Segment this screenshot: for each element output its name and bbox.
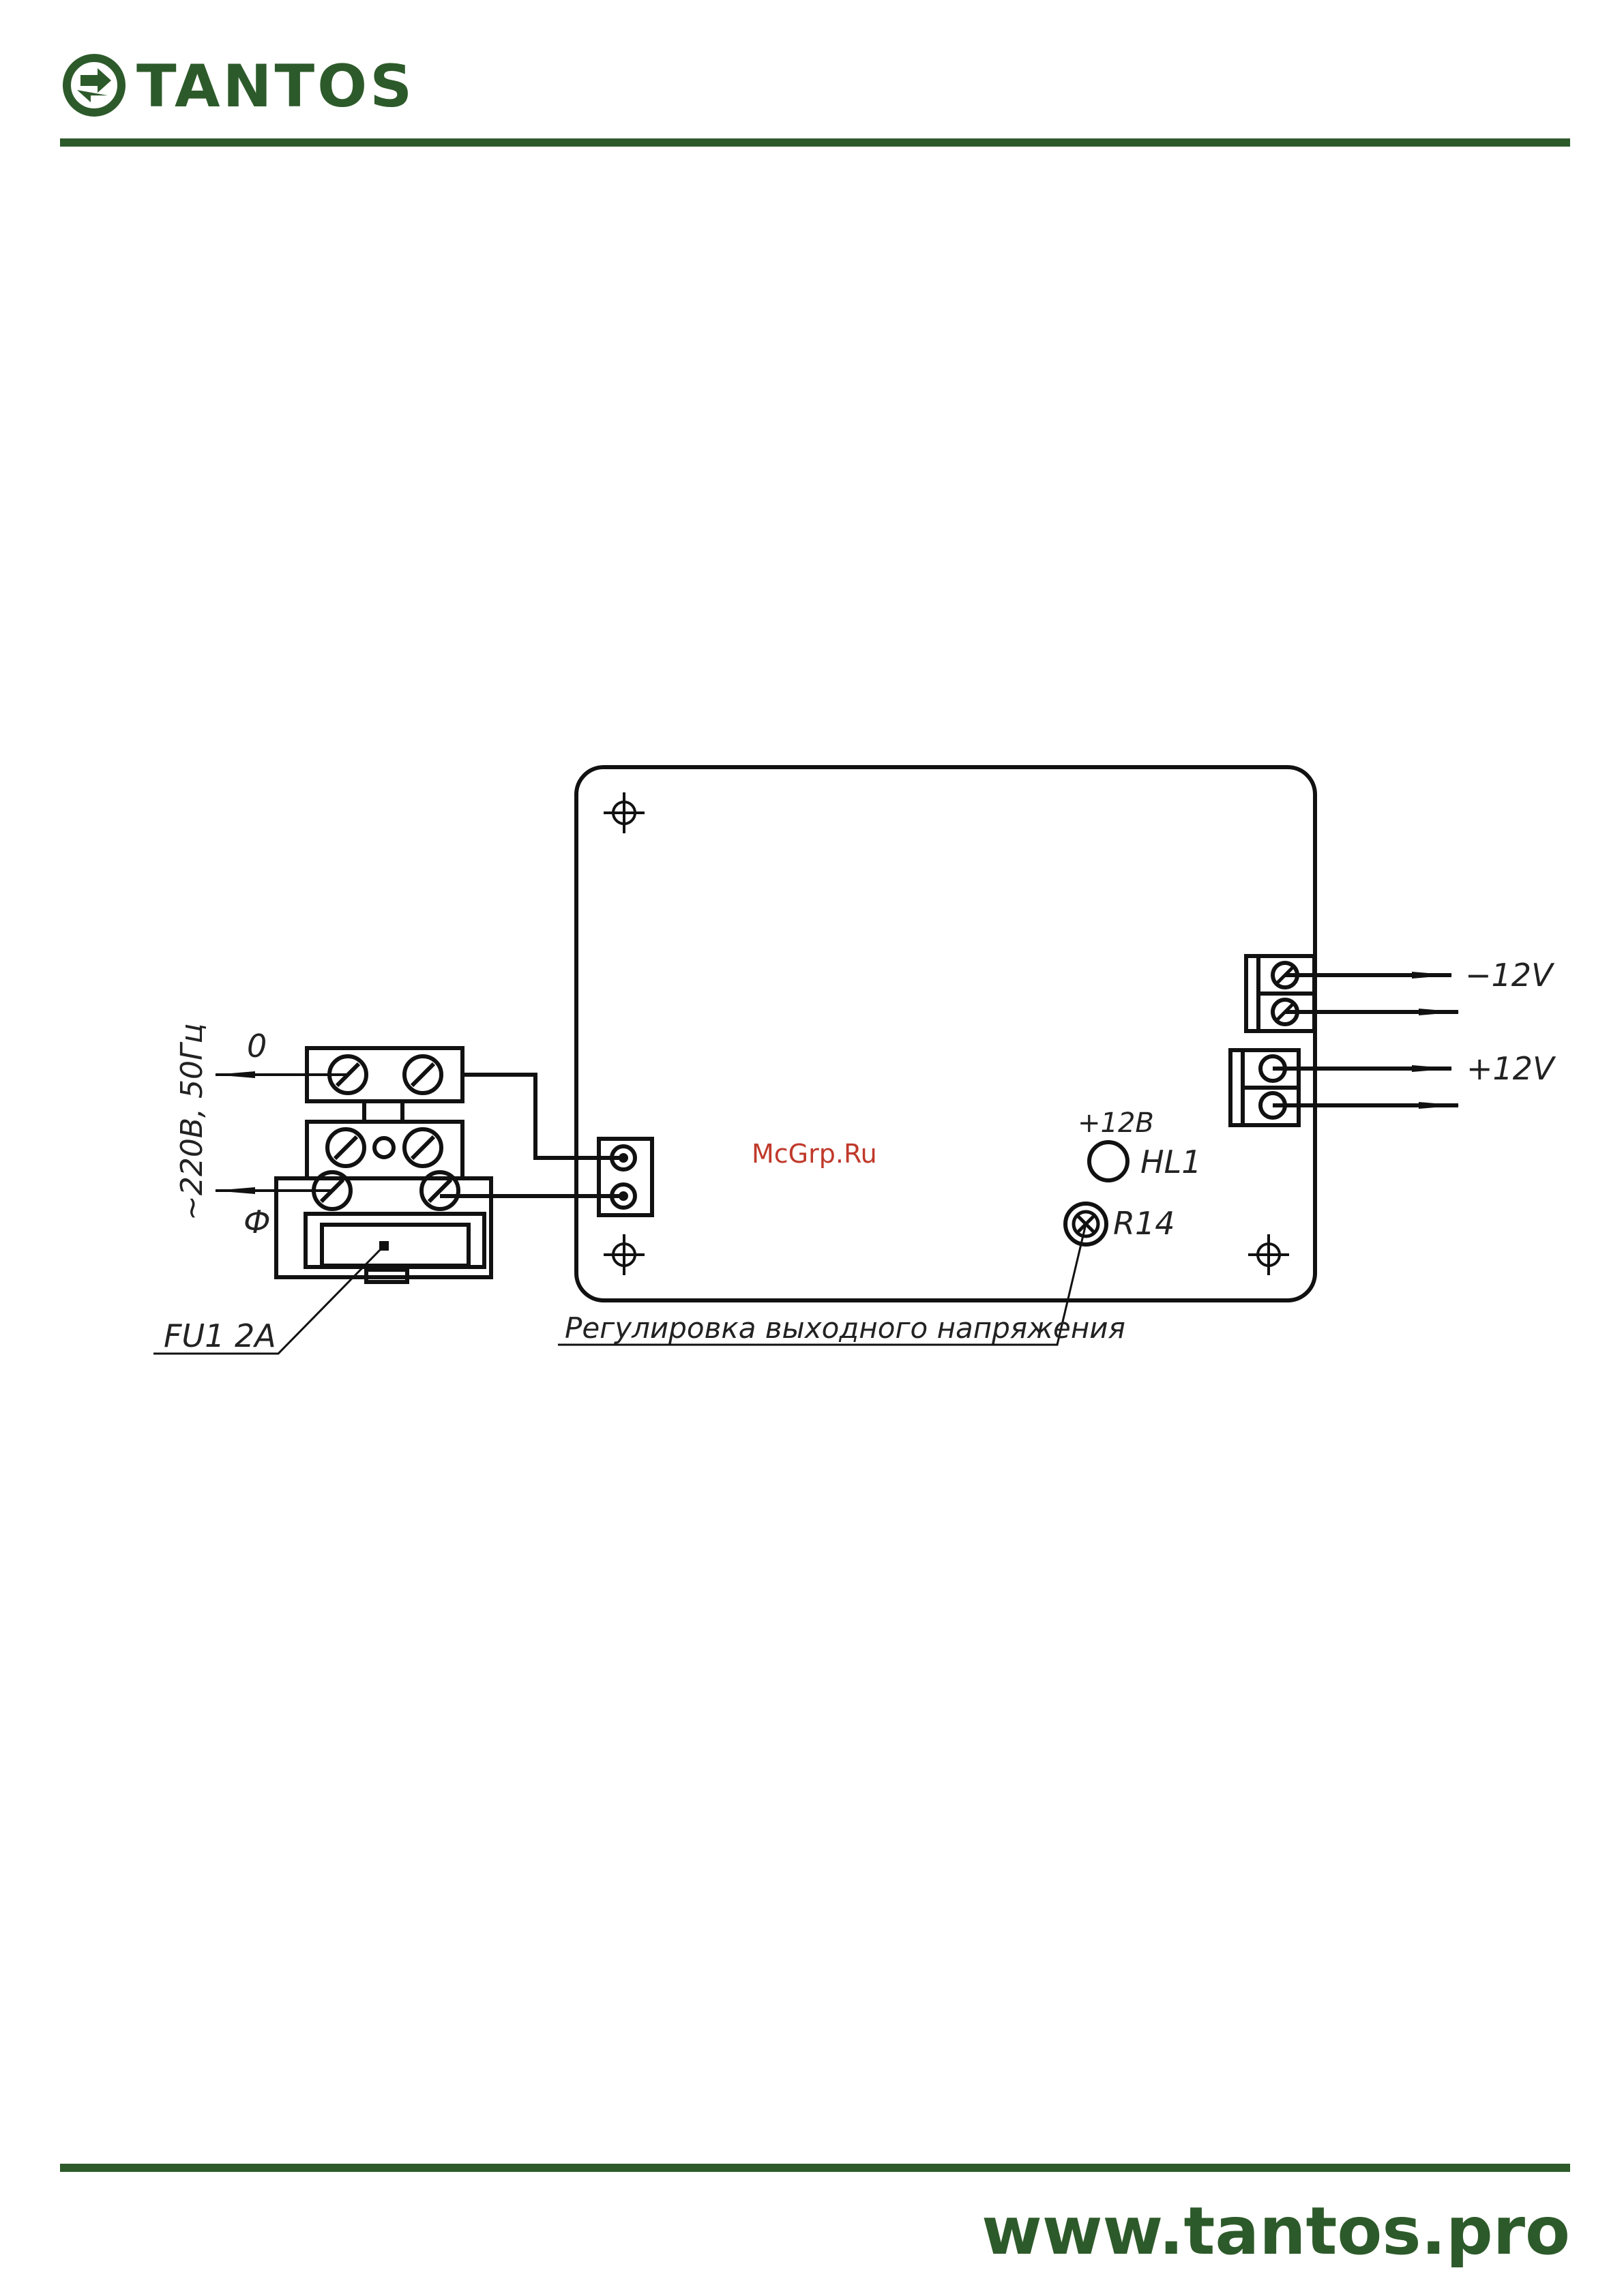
website-link[interactable]: www.tantos.pro — [981, 2190, 1570, 2272]
label-adjust-note: Регулировка выходного напряжения — [565, 1311, 1125, 1345]
mounting-hole — [1248, 1234, 1289, 1275]
footer-rule — [60, 2164, 1570, 2172]
terminal-block-plus — [1230, 1050, 1299, 1125]
label-mains: ~220В, 50Гц — [175, 1024, 209, 1221]
watermark: McGrp.Ru — [752, 1139, 877, 1169]
mounting-hole — [604, 1234, 645, 1275]
terminal-block-minus — [1246, 956, 1314, 1031]
pcb-board — [576, 767, 1315, 1300]
led-hl1 — [1089, 1142, 1127, 1180]
label-phase: Ф — [243, 1204, 271, 1240]
mains-terminal-block — [276, 1048, 491, 1282]
label-plus-12v: +12V — [1466, 1050, 1556, 1087]
label-led-voltage: +12В — [1078, 1107, 1154, 1139]
label-fuse: FU1 2A — [164, 1317, 276, 1354]
input-terminal-block — [599, 1139, 652, 1215]
label-minus-12v: −12V — [1465, 957, 1555, 994]
label-neutral: 0 — [247, 1028, 267, 1064]
mounting-hole — [604, 792, 645, 833]
label-trimmer: R14 — [1113, 1205, 1175, 1242]
label-led: HL1 — [1140, 1144, 1201, 1180]
